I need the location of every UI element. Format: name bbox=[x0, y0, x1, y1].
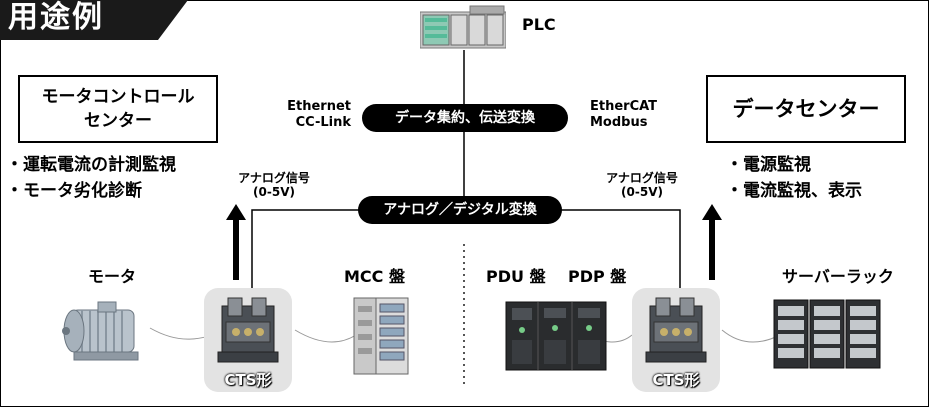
motor-label: モータ bbox=[88, 267, 137, 286]
analog-signal-right-line1: アナログ信号 bbox=[606, 171, 678, 185]
left-bullet-item: モータ劣化診断 bbox=[6, 178, 176, 204]
data-aggregation-pill: データ集約、伝送変換 bbox=[362, 104, 568, 132]
cts-device-icon bbox=[645, 297, 707, 363]
protocol-ethernet: Ethernet bbox=[287, 99, 351, 114]
analog-signal-left: アナログ信号 (0-5V) bbox=[234, 171, 314, 200]
protocol-ethercat: EtherCAT bbox=[590, 99, 658, 114]
pdu-panel-label: PDU 盤 bbox=[486, 267, 546, 286]
motor-control-center-line1: モータコントロール bbox=[41, 87, 195, 107]
header-tab-title: 用途例 bbox=[8, 0, 104, 35]
server-rack-icon bbox=[773, 299, 881, 369]
analog-signal-left-line1: アナログ信号 bbox=[238, 171, 310, 185]
ad-conversion-pill: アナログ／デジタル変換 bbox=[358, 196, 562, 224]
motor-control-center-box: モータコントロール センター bbox=[18, 75, 218, 143]
right-bullet-list: 電源監視 電流監視、表示 bbox=[726, 152, 862, 204]
arrow-up-icon bbox=[226, 204, 246, 280]
motor-control-center-line2: センター bbox=[84, 111, 152, 131]
mcc-panel-icon bbox=[353, 297, 409, 375]
data-center-box: データセンター bbox=[706, 75, 906, 143]
header-tab-shape bbox=[0, 0, 188, 40]
plc-label: PLC bbox=[522, 15, 556, 34]
analog-signal-left-line2: (0-5V) bbox=[253, 184, 295, 199]
protocol-modbus: Modbus bbox=[590, 115, 648, 130]
left-bullet-item: 運転電流の計測監視 bbox=[6, 152, 176, 178]
left-bullet-list: 運転電流の計測監視 モータ劣化診断 bbox=[6, 152, 176, 204]
pdp-panel-label: PDP 盤 bbox=[568, 267, 627, 286]
right-bullet-item: 電源監視 bbox=[726, 152, 862, 178]
cts-label-right: CTS形 bbox=[652, 371, 700, 389]
mcc-panel-label: MCC 盤 bbox=[344, 267, 405, 286]
analog-signal-right: アナログ信号 (0-5V) bbox=[602, 171, 682, 200]
pdu-pdp-panel-icon bbox=[505, 301, 607, 371]
plc-icon bbox=[420, 5, 506, 49]
protocol-cc-link: CC-Link bbox=[295, 115, 351, 130]
cts-label-left: CTS形 bbox=[224, 371, 272, 389]
cts-device-icon bbox=[217, 297, 279, 363]
motor-icon bbox=[62, 301, 139, 361]
analog-signal-right-line2: (0-5V) bbox=[621, 184, 663, 199]
server-rack-label: サーバーラック bbox=[782, 267, 894, 286]
arrow-up-icon bbox=[702, 204, 722, 280]
right-bullet-item: 電流監視、表示 bbox=[726, 178, 862, 204]
